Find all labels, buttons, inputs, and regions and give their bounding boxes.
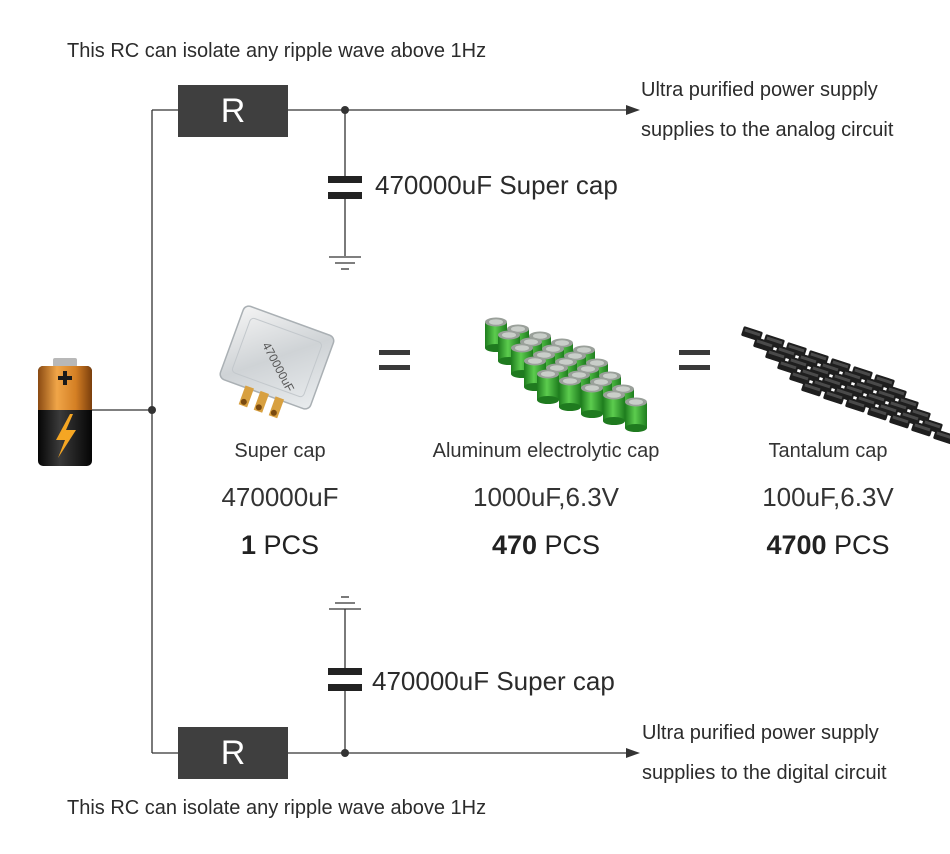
super-cap-image xyxy=(219,305,335,419)
equals-sign-1 xyxy=(379,350,410,370)
junction-dots xyxy=(148,106,349,757)
electrolytic-caps-image xyxy=(485,317,647,432)
super-cap-value: 470000uF xyxy=(221,482,339,512)
electrolytic-cap-value: 1000uF,6.3V xyxy=(472,482,619,512)
arrow-digital-icon xyxy=(626,748,640,758)
output-digital-line1: Ultra purified power supply xyxy=(642,722,879,744)
equals-sign-2 xyxy=(679,350,710,370)
super-cap-qty-unit: PCS xyxy=(263,530,320,560)
super-cap-column: Super cap 470000uF 1 PCS xyxy=(140,440,420,561)
note-bottom: This RC can isolate any ripple wave abov… xyxy=(67,797,487,819)
battery-icon xyxy=(38,358,92,466)
tantalum-cap-value: 100uF,6.3V xyxy=(762,482,894,512)
note-top: This RC can isolate any ripple wave abov… xyxy=(67,40,487,62)
ground-top-icon xyxy=(329,256,361,270)
tantalum-cap-unit xyxy=(823,389,845,405)
arrow-analog-icon xyxy=(626,105,640,115)
electrolytic-cap-unit xyxy=(603,390,625,425)
tantalum-cap-unit xyxy=(801,381,823,397)
electrolytic-cap-column: Aluminum electrolytic cap 1000uF,6.3V 47… xyxy=(406,440,686,561)
electrolytic-cap-qty: 470 PCS xyxy=(406,530,686,561)
output-digital-line2: supplies to the digital circuit xyxy=(642,762,887,784)
electrolytic-cap-unit xyxy=(625,397,647,432)
tantalum-cap-unit xyxy=(911,421,933,437)
resistor-top-label: R xyxy=(220,92,246,130)
tantalum-cap-unit xyxy=(889,413,911,429)
super-cap-qty-number: 1 xyxy=(240,530,256,560)
capacitor-top-label: 470000uF Super cap xyxy=(375,170,618,200)
electrolytic-cap-qty-unit: PCS xyxy=(544,530,601,560)
tantalum-cap-column: Tantalum cap 100uF,6.3V 4700 PCS xyxy=(688,440,950,561)
output-analog-line2: supplies to the analog circuit xyxy=(641,119,894,141)
tantalum-cap-qty-number: 4700 xyxy=(766,530,827,560)
capacitor-top-symbol xyxy=(328,176,362,199)
tantalum-cap-qty: 4700 PCS xyxy=(688,530,950,561)
resistor-bottom xyxy=(178,727,288,779)
tantalum-cap-qty-unit: PCS xyxy=(834,530,890,560)
super-cap-qty: 1 PCS xyxy=(140,530,420,561)
tantalum-caps-image xyxy=(741,326,950,445)
electrolytic-cap-unit xyxy=(537,369,559,404)
electrolytic-cap-qty-number: 470 xyxy=(491,530,537,560)
resistor-top xyxy=(178,85,288,137)
tantalum-cap-unit xyxy=(867,405,889,421)
output-analog-line1: Ultra purified power supply xyxy=(641,79,878,101)
electrolytic-cap-name: Aluminum electrolytic cap xyxy=(432,440,660,462)
resistor-bottom-label: R xyxy=(220,734,246,772)
capacitor-bottom-symbol xyxy=(328,668,362,691)
tantalum-cap-unit xyxy=(933,429,950,445)
tantalum-cap-unit xyxy=(845,397,867,413)
capacitor-bottom-label: 470000uF Super cap xyxy=(372,666,615,696)
ground-bottom-icon xyxy=(329,596,361,610)
wires xyxy=(92,109,628,754)
super-cap-name: Super cap xyxy=(234,440,326,462)
electrolytic-cap-unit xyxy=(559,376,581,411)
tantalum-cap-name: Tantalum cap xyxy=(768,440,888,462)
electrolytic-cap-unit xyxy=(581,383,603,418)
output-arrows xyxy=(626,105,640,758)
